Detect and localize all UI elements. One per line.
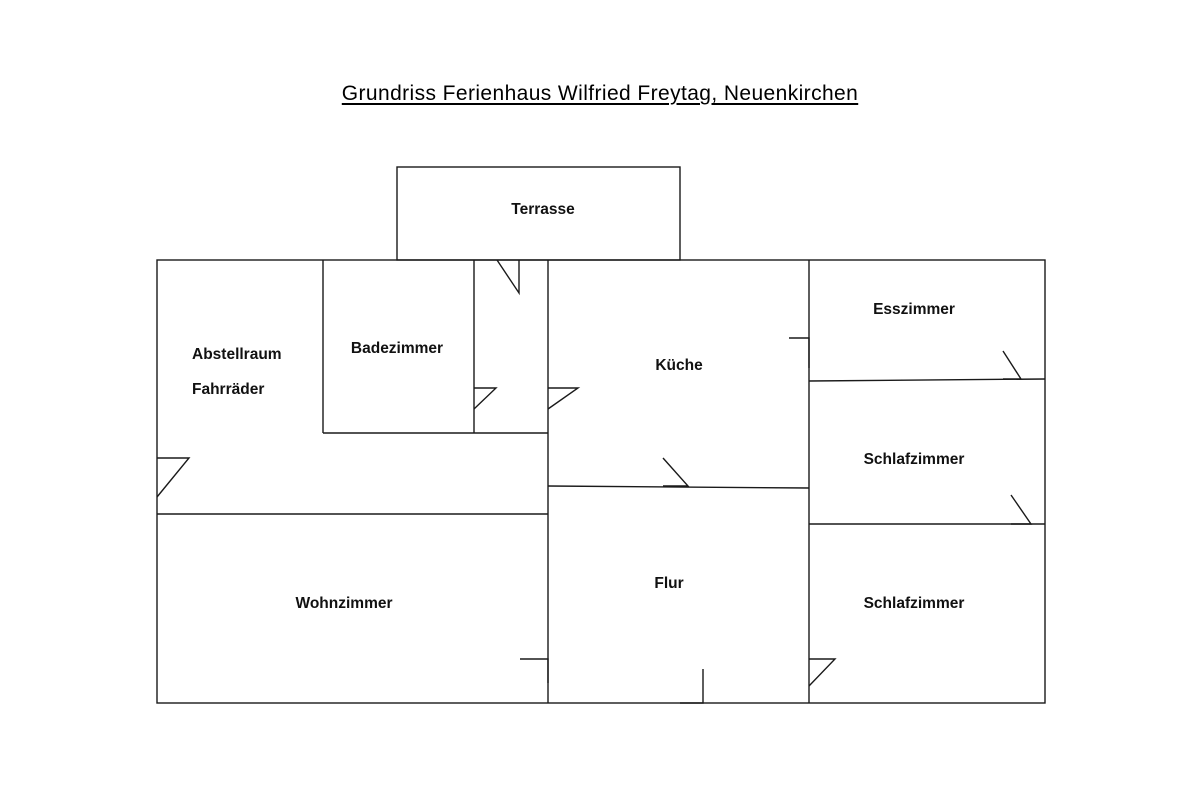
door-swing-icon <box>1002 350 1023 380</box>
outer-walls <box>156 259 1046 704</box>
plan-title-text: Grundriss Ferienhaus Wilfried Freytag, N… <box>341 82 859 105</box>
room-label-fahrraeder: Fahrräder <box>192 381 264 398</box>
room-label-schlafzimmer-2: Schlafzimmer <box>864 595 965 612</box>
room-label-flur: Flur <box>654 575 683 592</box>
door-swing-icon <box>808 658 837 687</box>
door-swing-icon <box>520 658 549 683</box>
room-label-badezimmer: Badezimmer <box>351 340 443 357</box>
door-swing-icon <box>662 457 690 487</box>
room-label-terrasse: Terrasse <box>511 201 575 218</box>
room-label-kueche: Küche <box>655 357 703 374</box>
door-swing-icon <box>680 669 704 704</box>
room-label-abstellraum: Abstellraum <box>192 346 282 363</box>
door-swing-icon <box>789 337 810 368</box>
room-label-wohnzimmer: Wohnzimmer <box>295 595 392 612</box>
door-swing-icon <box>1010 494 1033 525</box>
room-label-esszimmer: Esszimmer <box>873 301 955 318</box>
door-swing-icon <box>473 387 498 410</box>
room-label-schlafzimmer-1: Schlafzimmer <box>864 451 965 468</box>
wall-kitchen-hall <box>547 485 810 489</box>
door-swing-icon <box>496 259 520 296</box>
door-swing-icon <box>547 387 581 410</box>
door-swing-icon <box>156 457 191 498</box>
plan-title: Grundriss Ferienhaus Wilfried Freytag, N… <box>0 82 1200 106</box>
